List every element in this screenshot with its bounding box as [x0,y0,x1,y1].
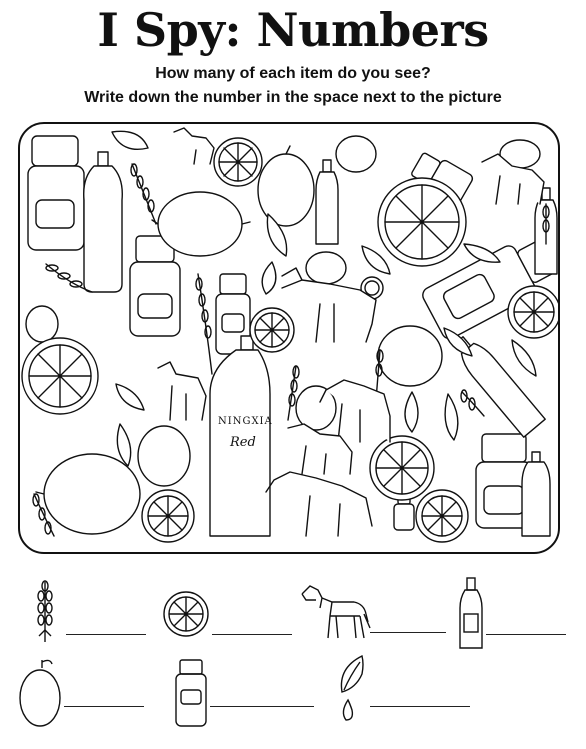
answer-item-horse [298,580,450,644]
horse-icon [287,423,353,475]
answer-blank[interactable] [486,634,566,635]
i-spy-picture-area: NINGXIA Red [18,122,560,554]
orange-slice-icon [369,435,435,501]
answer-blank[interactable] [210,706,314,707]
horse-icon [301,585,371,639]
leaf-drop-icon [444,393,459,441]
horse-icon [265,471,373,537]
answer-item-orange-slice [162,590,292,640]
lemon-icon [257,145,315,227]
oil-bottle-icon [27,135,85,251]
answer-item-leaf-drop [334,654,474,728]
answer-item-oil-bottle [174,658,314,728]
lavender-sprig-icon [37,580,53,642]
lavender-sprig-icon [195,273,213,375]
lavender-sprig-icon [460,389,485,417]
orange-slice-icon [21,337,99,415]
leaf-drop-icon [115,383,145,411]
orange-slice-icon [141,489,195,543]
answer-blank[interactable] [370,632,446,633]
leaf-drop-icon [116,423,132,467]
lemon-icon [151,191,251,257]
wine-bottle-icon [459,577,483,649]
svg-text:Red: Red [229,435,256,450]
horse-icon [157,361,207,421]
answer-item-wine-bottle [456,576,566,650]
svg-text:NINGXIA: NINGXIA [218,416,273,427]
wine-bottle-icon [521,451,551,537]
horse-icon [281,267,377,343]
answer-blank[interactable] [66,634,146,635]
wine-bottle-icon [83,151,123,293]
orange-slice-icon [249,307,295,353]
lemon-icon [295,385,337,431]
lavender-sprig-icon [542,203,550,245]
lemon-icon [335,135,377,173]
instruction-line-2: Write down the number in the space next … [84,89,502,106]
leaf-drop-icon [111,130,149,150]
orange-slice-icon [213,137,263,187]
wine-bottle-icon [315,159,339,245]
leaf-drop-icon [340,654,364,721]
lemon-icon [35,453,141,535]
lemon-icon [137,425,191,487]
lavender-sprig-icon [45,263,93,293]
orange-slice-icon [507,285,558,339]
lavender-sprig-icon [287,365,300,421]
leaf-drop-icon [266,213,288,257]
answer-blank[interactable] [370,706,470,707]
lavender-sprig-icon [32,493,55,537]
horse-icon [481,153,545,205]
horse-icon [173,127,215,165]
orange-slice-icon [377,177,467,267]
answer-blank[interactable] [64,706,144,707]
answer-blank[interactable] [212,634,292,635]
leaf-drop-icon [463,243,501,263]
lemon-icon [305,251,347,285]
lavender-sprig-icon [130,163,157,225]
page-title: I Spy: Numbers [97,3,489,57]
leaf-drop-icon [443,327,473,357]
leaf-drop-icon [361,245,391,275]
orange-slice-icon [163,591,209,637]
lemon-icon [25,305,59,343]
orange-slice-icon [415,489,469,543]
answer-item-lavender [30,576,150,646]
answer-item-lemon [18,656,148,728]
lemon-icon [19,659,61,727]
oil-bottle-icon [129,235,181,337]
leaf-drop-icon [511,339,537,377]
horse-icon [319,379,391,443]
wine-bottle-icon: NINGXIA Red [209,335,273,537]
instruction-line-1: How many of each item do you see? [155,65,431,82]
lemon-icon [377,325,443,387]
oil-bottle-icon [175,659,207,727]
leaf-drop-icon [404,391,419,433]
leaf-drop-icon [261,261,277,295]
